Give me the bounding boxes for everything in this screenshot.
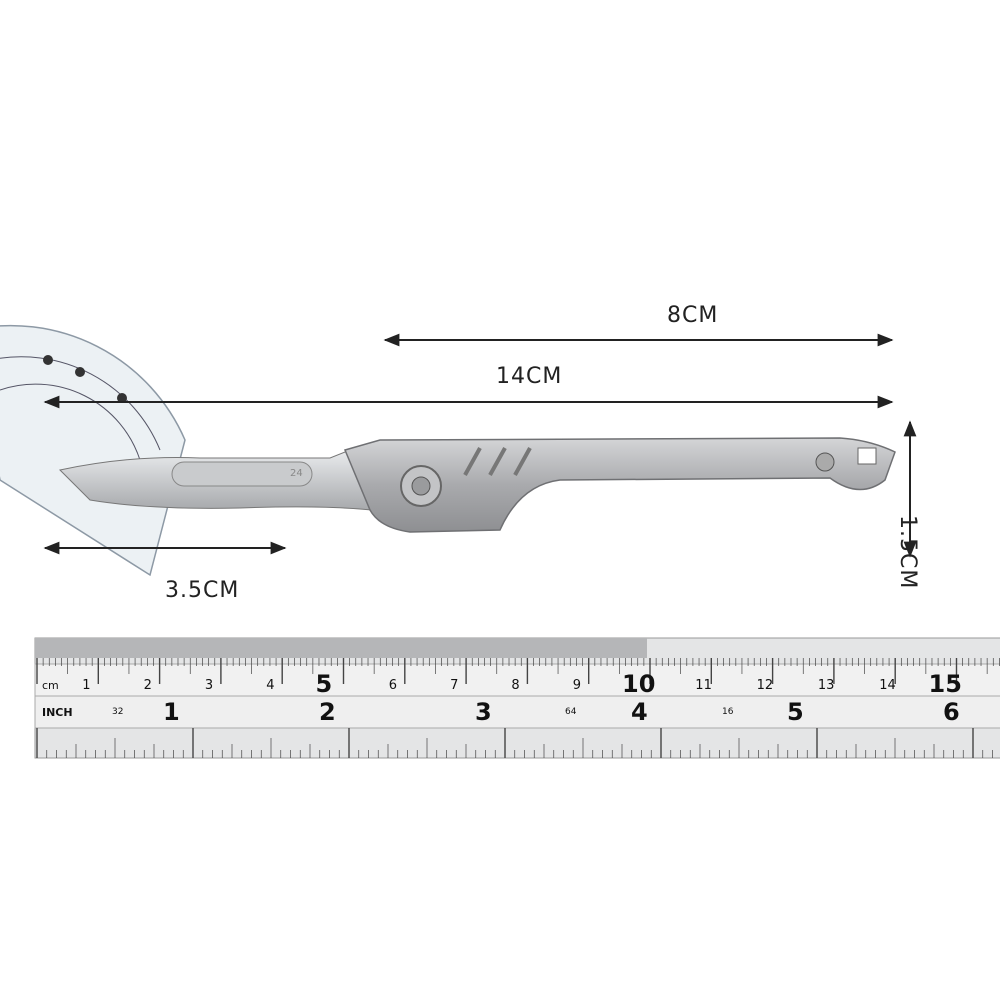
cm-label: 1 [82, 678, 90, 693]
cm-label: 12 [757, 678, 774, 693]
cm-label: 6 [389, 678, 397, 693]
cm-label: 4 [266, 678, 274, 693]
dimension-label-3-5cm: 3.5CM [165, 578, 240, 603]
inch-label: 4 [631, 698, 648, 726]
cm-label: 7 [450, 678, 458, 693]
inch-label: 5 [787, 698, 804, 726]
inch-label: 1 [163, 698, 180, 726]
cm-label: 15 [929, 670, 962, 698]
inch-label: 2 [319, 698, 336, 726]
protractor [0, 324, 186, 577]
cm-label: 10 [622, 670, 655, 698]
inch-fraction-label: 16 [722, 707, 734, 717]
cm-label: 8 [511, 678, 519, 693]
cm-label: 5 [316, 670, 333, 698]
dimension-label-8cm: 8CM [667, 303, 719, 328]
cm-label: 11 [695, 678, 712, 693]
cm-label: 2 [144, 678, 152, 693]
dimension-label-14cm: 14CM [496, 364, 563, 389]
inch-label: 6 [943, 698, 960, 726]
knife: 24 [58, 437, 896, 533]
cm-unit-label: cm [42, 679, 59, 692]
blade-marking: 24 [290, 468, 303, 479]
inch-unit-label: INCH [42, 706, 73, 719]
inch-label: 3 [475, 698, 492, 726]
dimension-label-1-5cm: 1.5CM [895, 515, 920, 590]
cm-label: 3 [205, 678, 213, 693]
inch-fraction-label: 32 [112, 707, 123, 717]
inch-fraction-label: 64 [565, 707, 577, 717]
cm-label: 9 [573, 678, 581, 693]
cm-label: 13 [818, 678, 835, 693]
cm-label: 14 [879, 678, 896, 693]
